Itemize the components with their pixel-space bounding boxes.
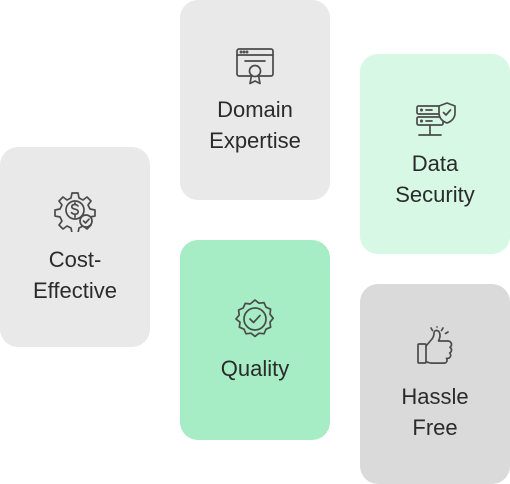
card-data-security: Data Security bbox=[360, 54, 510, 254]
server-shield-icon bbox=[413, 98, 457, 142]
card-quality: Quality bbox=[180, 240, 330, 440]
card-label: Quality bbox=[220, 355, 290, 381]
card-label: Domain Expertise bbox=[209, 97, 301, 153]
gear-dollar-icon bbox=[53, 188, 97, 232]
card-domain-expertise: Domain Expertise bbox=[180, 0, 330, 200]
card-label: Cost- Effective bbox=[33, 247, 117, 303]
card-label: Data Security bbox=[395, 151, 475, 207]
card-hassle-free: Hassle Free bbox=[360, 284, 510, 484]
card-cost-effective: Cost- Effective bbox=[0, 147, 150, 347]
badge-check-icon bbox=[233, 297, 277, 341]
thumbs-up-icon bbox=[413, 325, 457, 369]
card-label: Hassle Free bbox=[401, 384, 469, 440]
certificate-icon bbox=[233, 44, 277, 88]
